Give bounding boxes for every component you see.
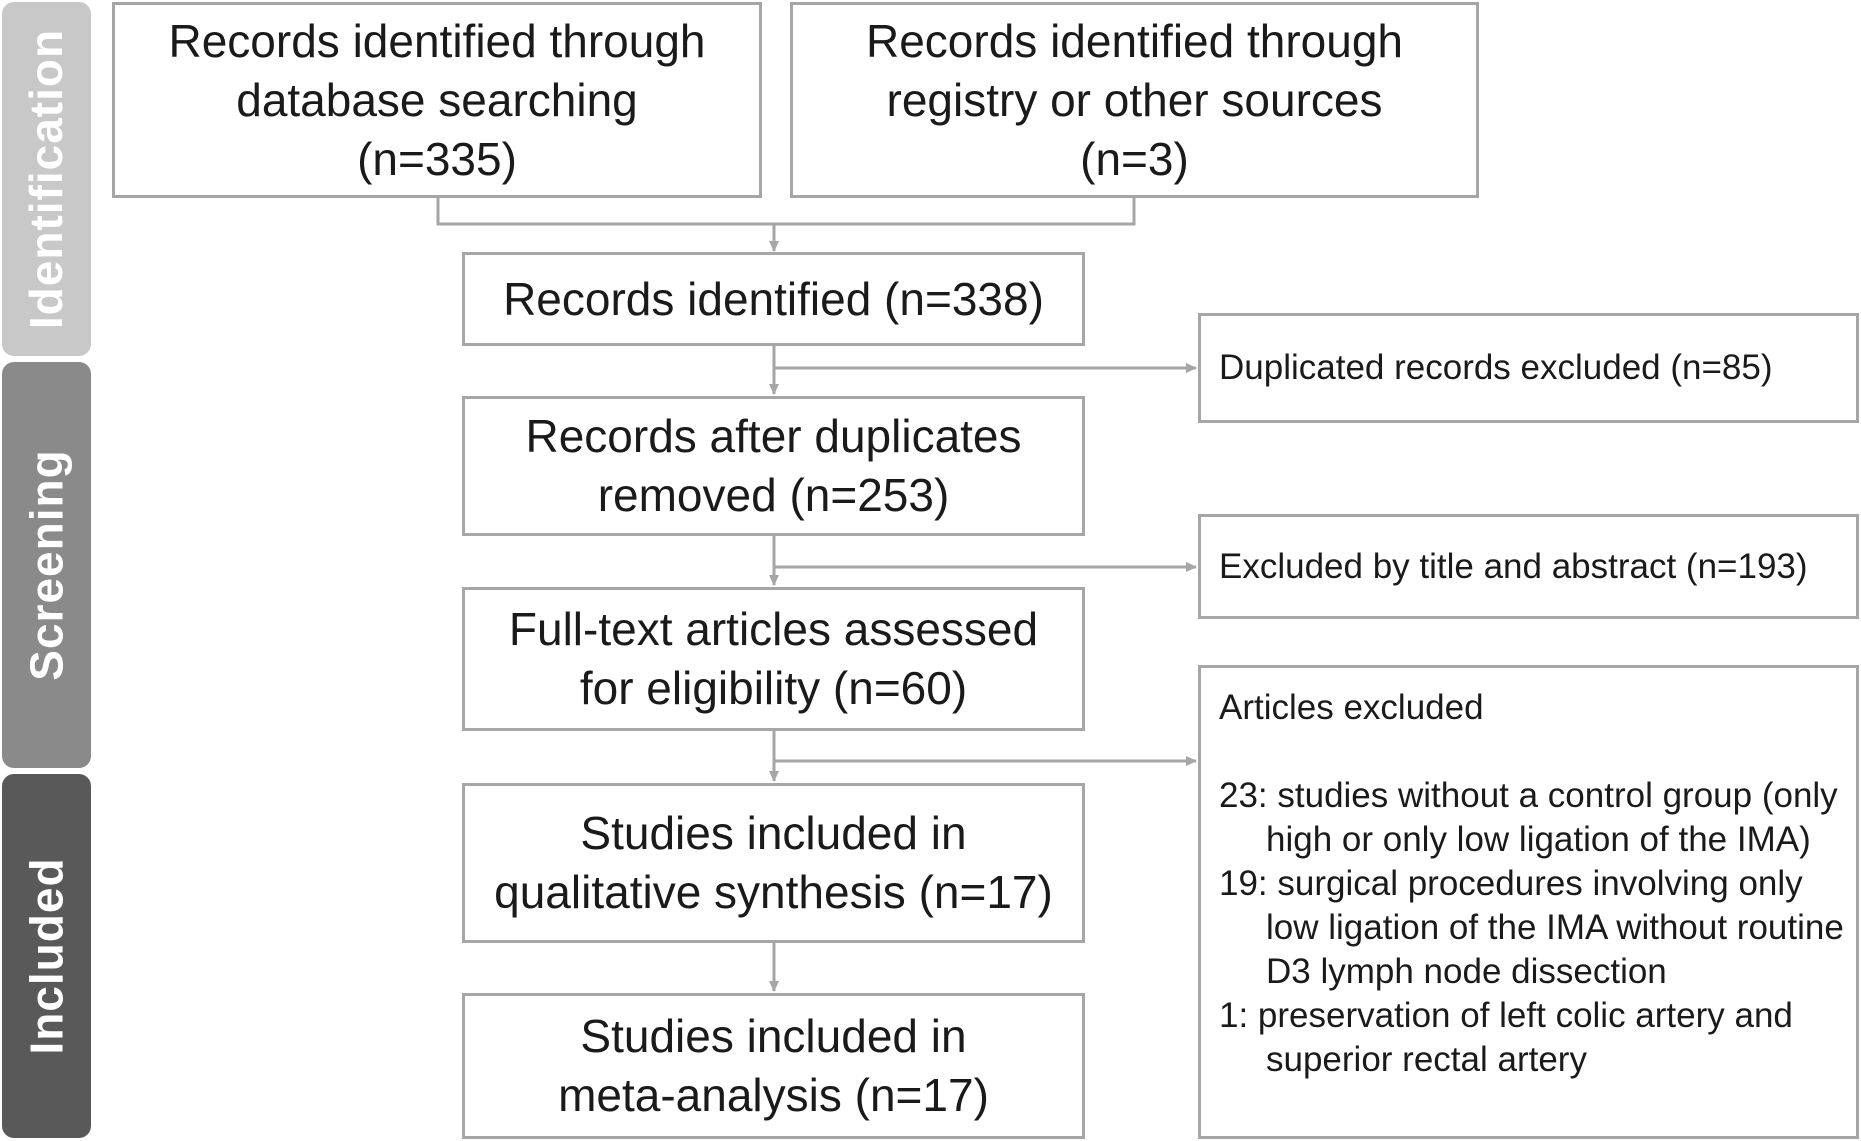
registry-records-line2: registry or other sources (886, 73, 1383, 126)
after-duplicates-line1: Records after duplicates (525, 410, 1022, 462)
database-records-line2: database searching (236, 73, 638, 126)
stage-identification-bar: Identification (2, 2, 91, 356)
after-duplicates-box: Records after duplicates removed (n=253) (462, 396, 1085, 536)
database-records-line1: Records identified through (168, 14, 706, 67)
qualitative-line2: qualitative synthesis (n=17) (494, 866, 1053, 918)
registry-records-line1: Records identified through (866, 14, 1403, 67)
meta-line1: Studies included in (580, 1010, 967, 1062)
qualitative-line1: Studies included in (580, 807, 967, 859)
qualitative-synthesis-box: Studies included in qualitative synthesi… (462, 783, 1085, 943)
merge-connector (436, 198, 1136, 226)
database-records-box: Records identified through database sear… (112, 2, 762, 198)
title-abstract-excluded-text: Excluded by title and abstract (n=193) (1219, 546, 1808, 586)
duplicates-excluded-box: Duplicated records excluded (n=85) (1198, 313, 1859, 423)
exclusion-reason-preservation: 1: preservation of left colic artery and… (1219, 996, 1793, 1079)
stage-screening-bar: Screening (2, 362, 91, 768)
after-duplicates-line2: removed (n=253) (597, 469, 950, 521)
exclusion-reason-low-ligation: 19: surgical procedures involving only l… (1219, 864, 1844, 991)
records-identified-text: Records identified (n=338) (503, 272, 1044, 325)
exclusion-reason-no-control: 23: studies without a control group (onl… (1219, 776, 1838, 859)
registry-records-box: Records identified through registry or o… (790, 2, 1479, 198)
full-text-line1: Full-text articles assessed (508, 603, 1039, 655)
duplicates-excluded-text: Duplicated records excluded (n=85) (1219, 348, 1773, 387)
database-records-count: (n=335) (357, 132, 517, 185)
full-text-line2: for eligibility (n=60) (579, 662, 968, 714)
registry-records-count: (n=3) (1080, 132, 1189, 185)
stage-included-bar: Included (2, 774, 91, 1138)
records-identified-box: Records identified (n=338) (462, 252, 1085, 346)
meta-analysis-box: Studies included in meta-analysis (n=17) (462, 993, 1085, 1139)
full-text-box: Full-text articles assessed for eligibil… (462, 587, 1085, 731)
articles-excluded-title: Articles excluded (1219, 688, 1484, 727)
title-abstract-excluded-box: Excluded by title and abstract (n=193) (1198, 514, 1859, 619)
meta-line2: meta-analysis (n=17) (558, 1069, 989, 1121)
articles-excluded-box: Articles excluded 23: studies without a … (1198, 665, 1859, 1139)
